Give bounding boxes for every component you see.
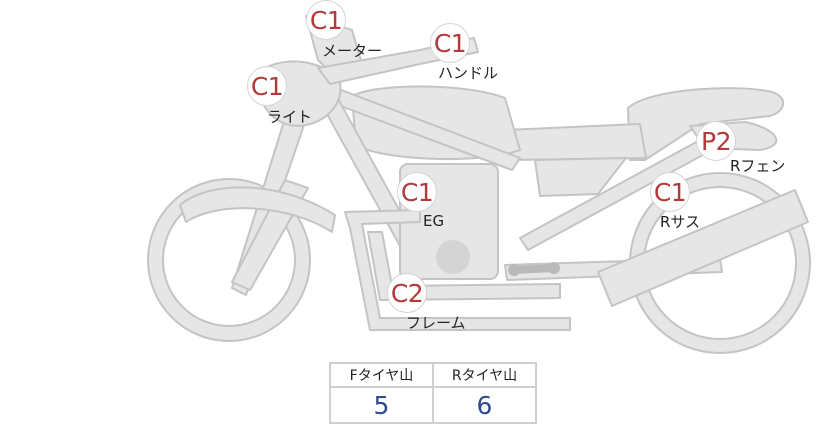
tire-table-value-row: 5 6 bbox=[329, 386, 537, 424]
grade-badge: C1 bbox=[397, 172, 437, 212]
part-label: EG bbox=[423, 212, 445, 230]
part-marker-engine[interactable]: C1 EG bbox=[397, 172, 444, 230]
seat bbox=[504, 123, 647, 161]
grade-badge: C1 bbox=[247, 66, 287, 106]
tire-table-header-row: Fタイヤ山 Rタイヤ山 bbox=[329, 362, 537, 388]
tire-tread-table: Fタイヤ山 Rタイヤ山 5 6 bbox=[329, 362, 537, 424]
fuel-tank bbox=[351, 85, 521, 161]
part-marker-frame[interactable]: C2 フレーム bbox=[387, 273, 466, 332]
grade-badge: C2 bbox=[387, 273, 427, 313]
part-label: Rサス bbox=[660, 213, 701, 231]
rear-tire-header: Rタイヤ山 bbox=[432, 362, 537, 388]
grade-badge: C1 bbox=[650, 172, 690, 212]
part-label: ライト bbox=[267, 108, 313, 126]
part-marker-handle[interactable]: C1 ハンドル bbox=[430, 23, 498, 82]
grade-badge: P2 bbox=[696, 121, 736, 161]
part-marker-rear-fender[interactable]: P2 Rフェン bbox=[696, 121, 785, 175]
muffler bbox=[597, 189, 809, 307]
grade-badge: C1 bbox=[306, 0, 346, 40]
exhaust-pipe bbox=[344, 209, 571, 331]
part-label: メーター bbox=[322, 42, 383, 60]
grade-badge: C1 bbox=[430, 23, 470, 63]
part-label: ハンドル bbox=[438, 64, 499, 82]
front-tire-value: 5 bbox=[329, 386, 434, 424]
front-tire-header: Fタイヤ山 bbox=[329, 362, 434, 388]
engine-cover bbox=[436, 240, 470, 274]
side-cover bbox=[534, 157, 627, 197]
part-label: フレーム bbox=[406, 314, 466, 332]
part-marker-meter[interactable]: C1 メーター bbox=[306, 0, 382, 60]
part-label: Rフェン bbox=[730, 157, 786, 175]
part-marker-light[interactable]: C1 ライト bbox=[247, 66, 312, 126]
rear-tire-value: 6 bbox=[432, 386, 537, 424]
part-marker-rear-suspension[interactable]: C1 Rサス bbox=[650, 172, 700, 231]
front-fender bbox=[179, 186, 336, 233]
rear-cowl bbox=[627, 87, 784, 161]
chain-adjuster bbox=[512, 264, 556, 274]
